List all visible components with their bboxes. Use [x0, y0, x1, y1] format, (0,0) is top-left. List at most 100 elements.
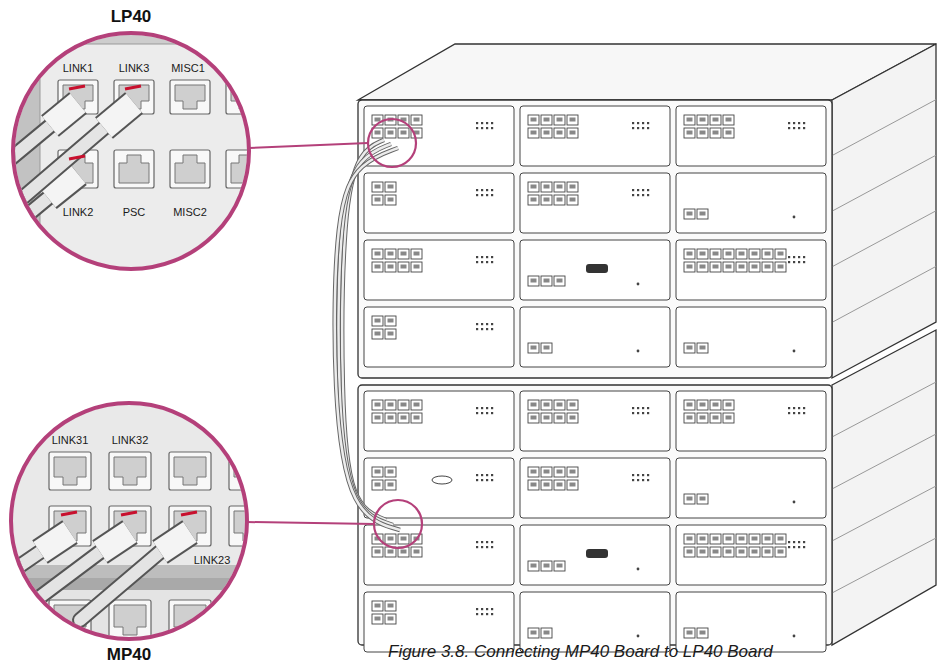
- led-dot: [476, 541, 478, 543]
- line-board: [676, 106, 826, 166]
- port-icon: [528, 115, 539, 125]
- port-icon: [697, 128, 708, 138]
- port-icon-opening: [739, 252, 745, 256]
- board-face: [364, 173, 514, 233]
- cable: [335, 148, 400, 530]
- led-dot: [803, 407, 805, 409]
- line-board: [364, 391, 514, 451]
- led-dot: [637, 635, 640, 638]
- port-icon: [541, 195, 552, 205]
- port-label: LINK31: [52, 434, 89, 447]
- led-dot: [481, 256, 483, 258]
- port-icon: [762, 534, 773, 544]
- led-dot: [788, 127, 790, 129]
- port-icon-opening: [713, 265, 719, 269]
- port-icon: [541, 480, 552, 490]
- port-opening: [234, 511, 266, 541]
- port-icon: [697, 534, 708, 544]
- port-icon-opening: [544, 631, 550, 635]
- port-icon: [541, 115, 552, 125]
- line-board: [676, 307, 826, 367]
- led-dot: [476, 546, 478, 548]
- port-icon: [411, 249, 422, 259]
- led-dot: [793, 635, 796, 638]
- cable: [20, 128, 104, 200]
- port-icon-opening: [375, 252, 381, 256]
- led-dot: [481, 323, 483, 325]
- magnifier-outline: [12, 4, 252, 274]
- port-icon: [372, 128, 383, 138]
- port-icon: [541, 343, 552, 353]
- led-dot: [481, 613, 483, 615]
- line-board: [520, 391, 670, 451]
- port-icon-opening: [544, 470, 550, 474]
- led-dot: [486, 608, 488, 610]
- side-ridge: [832, 538, 936, 593]
- port-icon: [385, 182, 396, 192]
- led-dot: [793, 216, 796, 219]
- led-dot: [481, 189, 483, 191]
- port-housing: [109, 452, 151, 490]
- port-icon-opening: [570, 118, 576, 122]
- led-dot: [491, 122, 493, 124]
- led-dot: [647, 412, 649, 414]
- port-icon: [775, 249, 786, 259]
- port-icon: [762, 547, 773, 557]
- cable: [80, 552, 160, 620]
- side-ridge: [832, 486, 936, 541]
- port-icon: [372, 467, 383, 477]
- port-icon-opening: [700, 497, 706, 501]
- port-icon-opening: [375, 185, 381, 189]
- plug-boot: [50, 103, 78, 126]
- led-dot: [491, 613, 493, 615]
- panel-face: [40, 44, 270, 274]
- led-dot: [803, 122, 805, 124]
- port-icon: [385, 195, 396, 205]
- port-icon-opening: [557, 416, 563, 420]
- line-board: [520, 106, 670, 166]
- board-face: [676, 307, 826, 367]
- port-icon-opening: [531, 279, 537, 283]
- led-dot: [642, 479, 644, 481]
- port-icon: [372, 249, 383, 259]
- port-icon-opening: [388, 483, 394, 487]
- dsub-connector: [586, 264, 608, 273]
- board-face: [676, 458, 826, 518]
- closeup-ground: [0, 395, 270, 655]
- port-icon: [541, 276, 552, 286]
- port-icon-opening: [557, 564, 563, 568]
- led-dot: [647, 189, 649, 191]
- unit-side: [832, 330, 936, 645]
- side-ridge: [832, 382, 936, 437]
- led-dot: [486, 323, 488, 325]
- port-icon-opening: [401, 550, 407, 554]
- port-icon: [528, 128, 539, 138]
- port-icon: [736, 262, 747, 272]
- unit-front: [358, 100, 832, 378]
- led-dot: [642, 412, 644, 414]
- port-label: LINK3: [119, 62, 150, 75]
- port-icon: [567, 182, 578, 192]
- line-board: [676, 173, 826, 233]
- board-face: [520, 525, 670, 585]
- line-board: [520, 173, 670, 233]
- port-icon: [398, 400, 409, 410]
- port-icon-opening: [544, 118, 550, 122]
- port-icon-opening: [765, 265, 771, 269]
- port-icon-opening: [375, 403, 381, 407]
- port-icon: [541, 561, 552, 571]
- port-icon: [541, 400, 552, 410]
- cable: [80, 552, 160, 620]
- port-housing: [226, 80, 266, 114]
- port-icon-opening: [700, 631, 706, 635]
- led-dot: [637, 568, 640, 571]
- port-icon-opening: [388, 537, 394, 541]
- port-icon: [385, 614, 396, 624]
- led-dot: [632, 412, 634, 414]
- port-icon: [372, 480, 383, 490]
- cable: [20, 128, 104, 200]
- port-icon: [697, 628, 708, 638]
- port-icon-opening: [375, 198, 381, 202]
- line-board: [520, 525, 670, 585]
- port-icon: [372, 316, 383, 326]
